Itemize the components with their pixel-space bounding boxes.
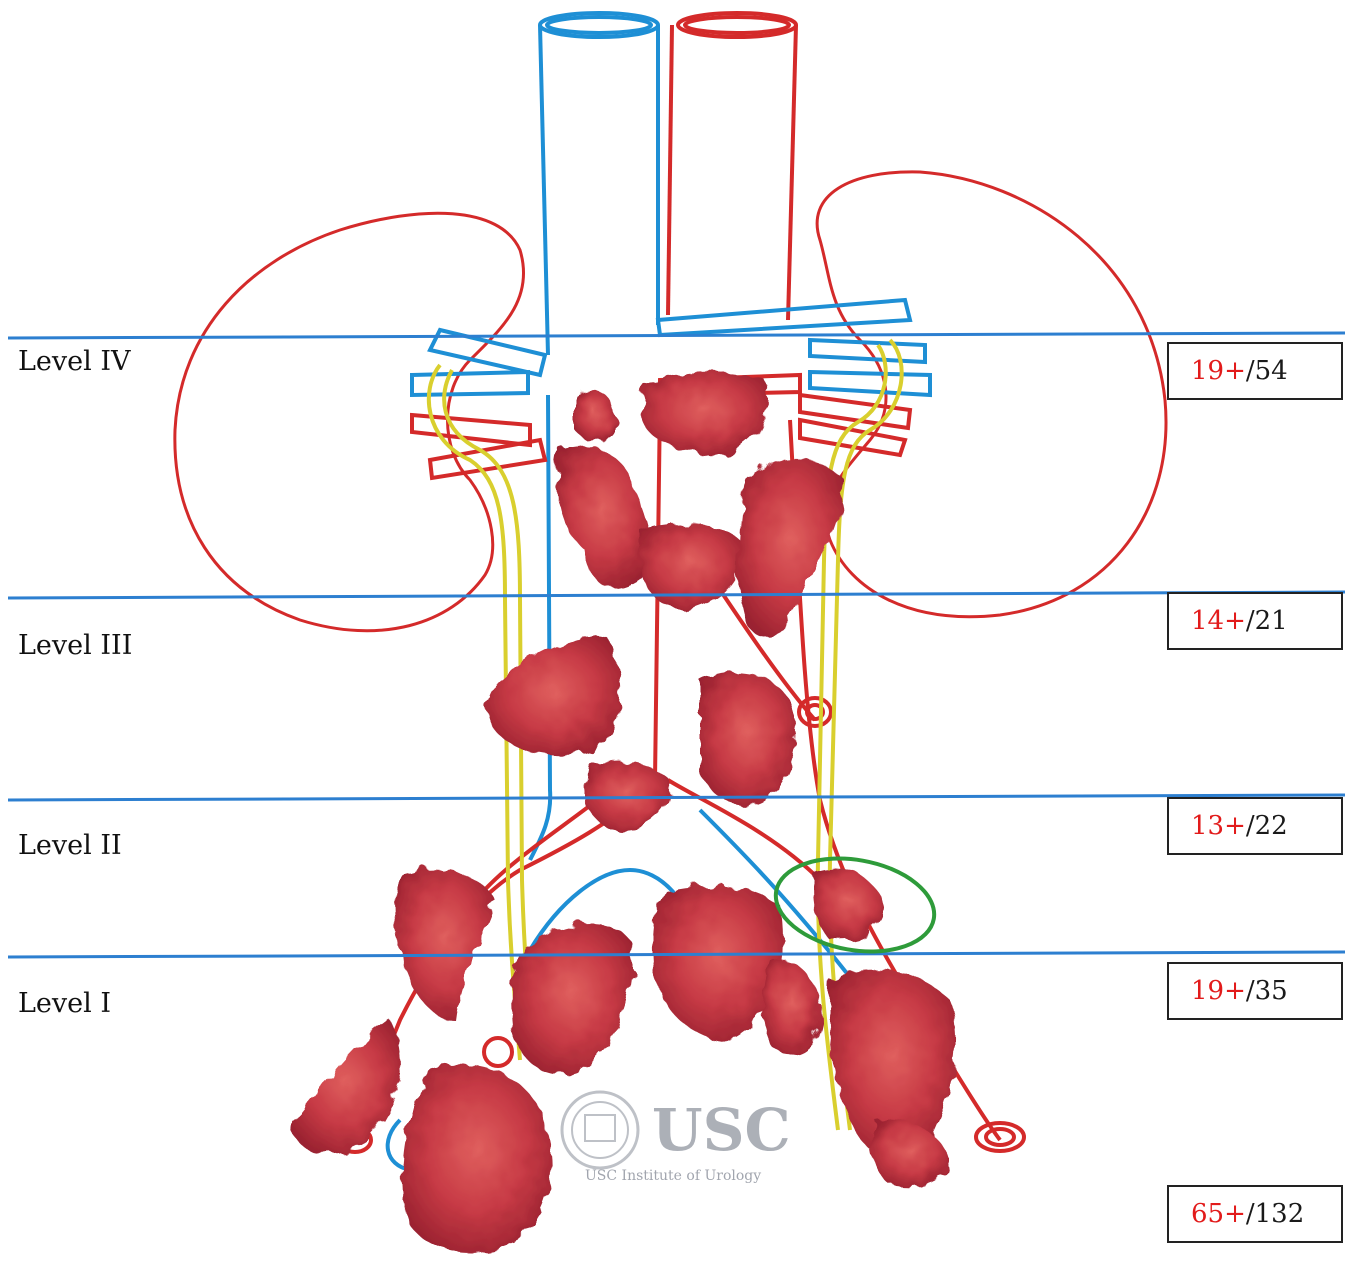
usc-seal-logo [562,1092,638,1168]
level-iii-positive: 14+ [1191,606,1246,636]
level-ii-line [8,795,1345,800]
overall-total: /132 [1246,1199,1304,1229]
level-iii-total: /21 [1246,606,1288,636]
overall-count-box: 65+/132 [1167,1185,1343,1243]
level-iii-count-box: 14+/21 [1167,592,1343,650]
overall-positive: 65+ [1191,1199,1246,1229]
level-iv-positive: 19+ [1191,356,1246,386]
level-i-label: Level I [18,988,111,1019]
level-iv-total: /54 [1246,356,1288,386]
level-ii-label: Level II [18,830,122,861]
watermark-caption: USC Institute of Urology [585,1168,761,1184]
level-iv-label: Level IV [18,346,131,377]
watermark-brand: USC [652,1096,791,1164]
left-kidney [817,172,1166,617]
level-iv-count-box: 19+/54 [1167,342,1343,400]
level-iii-label: Level III [18,630,132,661]
level-ii-positive: 13+ [1191,811,1246,841]
lymph-node-specimens [290,371,956,1252]
level-i-total: /35 [1246,976,1288,1006]
level-ii-total: /22 [1246,811,1288,841]
level-i-positive: 19+ [1191,976,1246,1006]
level-ii-count-box: 13+/22 [1167,797,1343,855]
level-i-count-box: 19+/35 [1167,962,1343,1020]
